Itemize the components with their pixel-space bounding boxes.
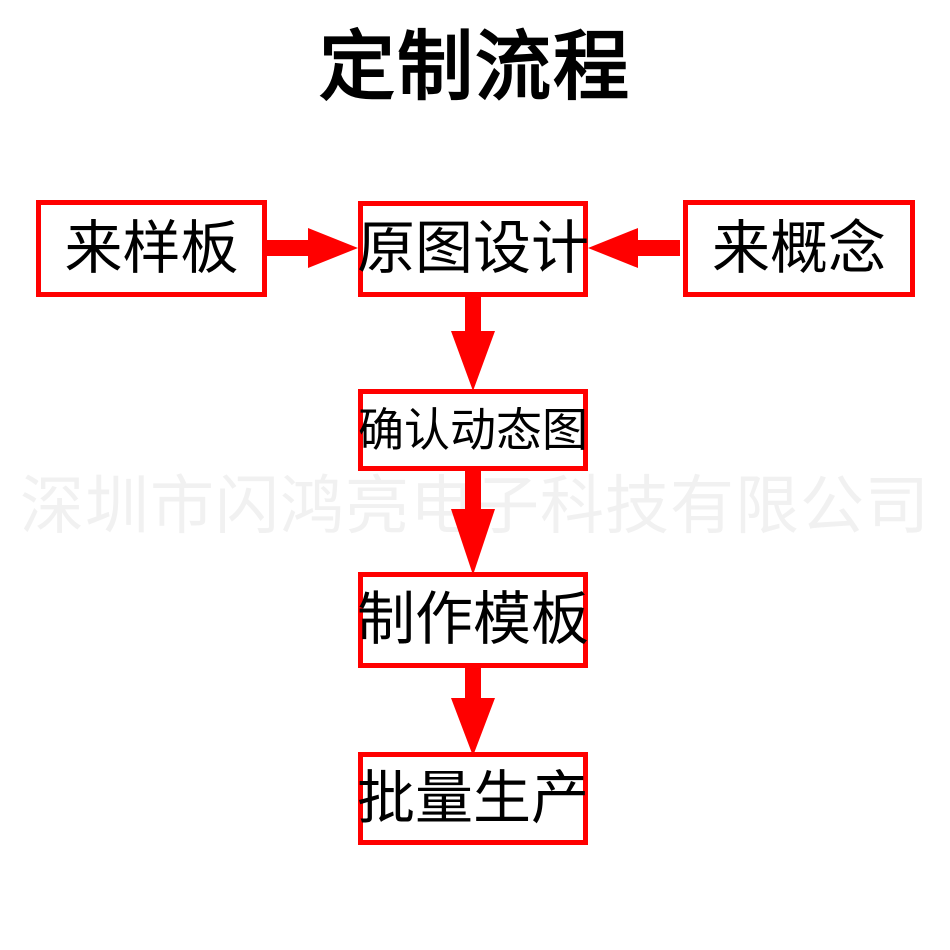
flow-node-concept-label: 来概念	[711, 215, 886, 281]
arrow-template-to-production-icon	[447, 666, 499, 756]
flow-node-sample-label: 来样板	[64, 215, 239, 281]
flow-node-confirm[interactable]: 确认动态图	[358, 389, 588, 471]
arrow-design-to-confirm-icon	[447, 295, 499, 391]
flow-node-design-label: 原图设计	[357, 216, 590, 281]
flow-node-production-label: 批量生产	[357, 765, 590, 831]
arrow-sample-to-design-icon	[266, 222, 358, 274]
flow-node-template[interactable]: 制作模板	[357, 572, 590, 668]
flow-node-confirm-label: 确认动态图	[358, 404, 588, 456]
flow-node-production[interactable]: 批量生产	[357, 752, 590, 845]
flow-node-sample[interactable]: 来样板	[36, 200, 267, 297]
page-title: 定制流程	[319, 25, 631, 110]
flow-node-design[interactable]: 原图设计	[357, 201, 590, 297]
flow-node-concept[interactable]: 来概念	[683, 200, 915, 297]
arrow-confirm-to-template-icon	[447, 469, 499, 575]
arrow-concept-to-design-icon	[588, 222, 680, 274]
flow-node-template-label: 制作模板	[357, 587, 590, 652]
